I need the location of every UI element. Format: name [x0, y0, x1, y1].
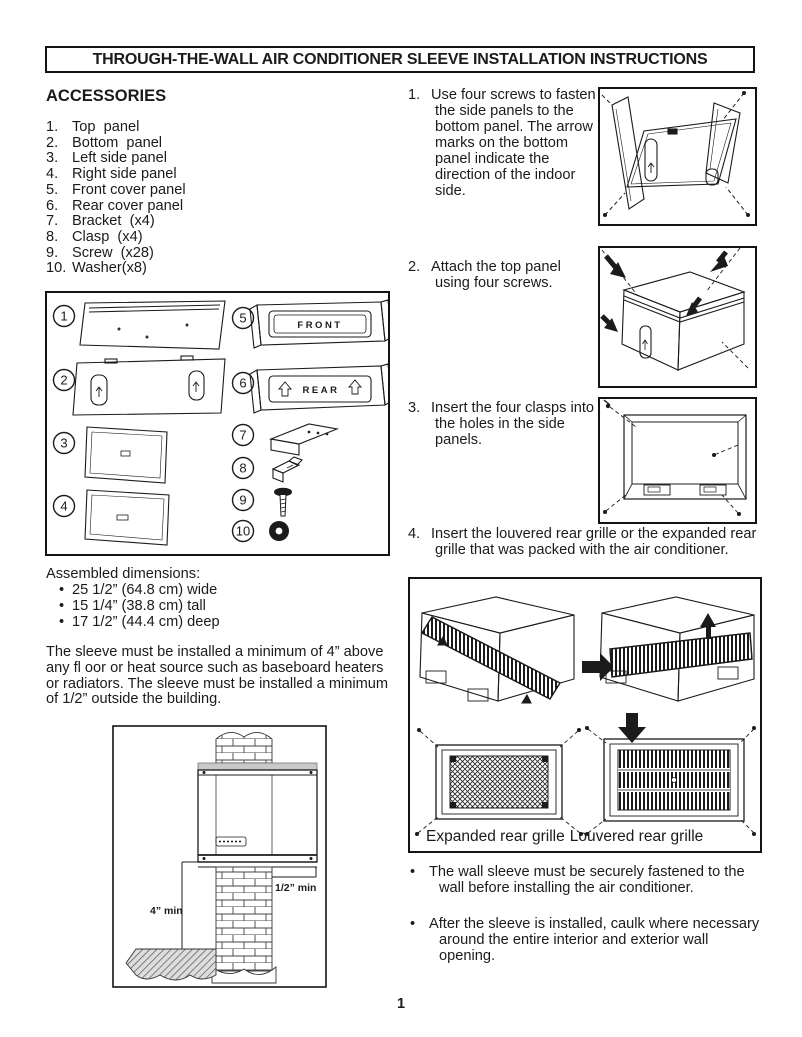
part-number: 1: [60, 309, 67, 324]
bottom-panel-drawing: [72, 355, 226, 416]
down-arrow-icon: [618, 713, 646, 743]
sleeve-with-angled-grille: [419, 596, 575, 704]
list-item: 3.Left side panel: [46, 150, 167, 167]
top-panel-drawing: [79, 300, 226, 350]
bullet-icon: •: [59, 598, 65, 614]
list-item: 2.Bottom panel: [46, 134, 163, 151]
louvered-grille-label: Louvered rear grille: [569, 828, 704, 845]
part-number: 4: [60, 499, 67, 514]
parts-diagram-box: 1 2 3 4 5 6 7 8 9 10: [45, 291, 390, 556]
dimensions-heading: Assembled dimensions:: [46, 566, 201, 582]
bullet-icon: •: [410, 916, 416, 932]
list-item: 1.Top panel: [46, 119, 140, 135]
lintel-strip: [197, 762, 318, 771]
list-item: 5.Front cover panel: [46, 181, 186, 198]
step-1-diagram: [598, 87, 757, 226]
list-item: 4.Right side panel: [46, 166, 177, 183]
step-2: 2. Attach the top panel using four screw…: [408, 259, 561, 291]
top-panel-attachment-drawing: [600, 248, 749, 371]
accessories-list: 1.Top panel 2.Bottom panel 3.Left side p…: [46, 119, 376, 277]
part-number: 6: [239, 376, 246, 391]
part-number: 9: [239, 493, 246, 508]
page-title: THROUGH-THE-WALL AIR CONDITIONER SLEEVE …: [92, 50, 708, 68]
left-side-panel-drawing: [84, 426, 168, 484]
front-cover-panel-drawing: [249, 299, 388, 349]
up-arrow-icon: [278, 381, 292, 397]
list-item: 7.Bracket (x4): [46, 213, 155, 230]
min-above-floor-label: 4” min: [150, 905, 183, 917]
right-side-panel-drawing: [84, 489, 170, 546]
parts-diagram-drawing: 1 2 3 4 5 6 7 8 9 10: [52, 299, 388, 546]
screw-drawing: [274, 487, 292, 517]
expanded-rear-grille-drawing: [435, 744, 563, 820]
step-3: 3. Insert the four clasps into the holes…: [408, 400, 595, 448]
expanded-grille-label: Expanded rear grille: [426, 828, 565, 845]
note-item: • The wall sleeve must be securely faste…: [410, 864, 745, 896]
part-number: 10: [236, 524, 250, 539]
part-number: 2: [60, 373, 67, 388]
wall-diagram-drawing: 1/2” min 4” min: [112, 725, 327, 988]
part-number: 8: [239, 461, 246, 476]
list-item: 10.Washer(x8): [46, 260, 147, 277]
min-outside-label: 1/2” min: [275, 882, 316, 894]
bullet-icon: •: [59, 582, 65, 598]
sleeve-drawing: [197, 769, 318, 868]
louvered-rear-grille-drawing: [603, 738, 745, 822]
grille-caption: Expanded rear grille Louvered rear grill…: [426, 828, 703, 846]
bullet-icon: •: [410, 864, 416, 880]
list-item: 6.Rear cover panel: [46, 197, 184, 214]
assembled-dimensions: Assembled dimensions: •25 1/2” (64.8 cm)…: [46, 566, 386, 630]
wall-cross-section-diagram: 1/2” min 4” min: [112, 725, 327, 988]
part-number: 7: [239, 428, 246, 443]
clasp-insertion-drawing: [603, 399, 747, 516]
dimension-item: •15 1/4” (38.8 cm) tall: [59, 598, 206, 614]
dimension-item: •17 1/2” (44.4 cm) deep: [59, 614, 220, 630]
bullet-icon: •: [59, 614, 65, 630]
up-arrow-icon: [348, 379, 362, 395]
part-number: 5: [239, 311, 246, 326]
side-panels-assembly-drawing: [601, 91, 750, 217]
rear-grille-drawing: [415, 596, 756, 836]
step-4: 4. Insert the louvered rear grille or th…: [408, 526, 757, 558]
part-number: 3: [60, 436, 67, 451]
page-title-banner: THROUGH-THE-WALL AIR CONDITIONER SLEEVE …: [45, 46, 755, 73]
note-item: • After the sleeve is installed, caulk w…: [410, 916, 760, 964]
list-item: 9.Screw (x28): [46, 244, 154, 261]
sleeve-with-flat-grille: [599, 596, 755, 702]
dimension-item: •25 1/2” (64.8 cm) wide: [59, 582, 218, 598]
right-arrow-icon: [582, 653, 614, 681]
rear-panel-label: REAR: [303, 385, 340, 396]
step-3-diagram: [598, 397, 757, 524]
accessories-heading: ACCESSORIES: [46, 87, 167, 105]
page-number: 1: [396, 996, 406, 1012]
floor-hatch: [125, 948, 217, 981]
washer-drawing: [269, 521, 289, 541]
step-2-diagram: [598, 246, 757, 388]
install-note-paragraph: The sleeve must be installed a minimum o…: [46, 644, 389, 708]
bold-arrow-icon: [600, 250, 728, 332]
front-panel-label: FRONT: [297, 320, 342, 331]
rear-cover-panel-drawing: [249, 363, 388, 414]
list-item: 8.Clasp (x4): [46, 228, 143, 245]
bracket-drawing: [268, 423, 340, 456]
clasp-drawing: [271, 456, 303, 483]
step-1: 1. Use four screws to fasten the side pa…: [408, 87, 596, 199]
step-4-diagram: Expanded rear grille Louvered rear grill…: [408, 577, 762, 853]
